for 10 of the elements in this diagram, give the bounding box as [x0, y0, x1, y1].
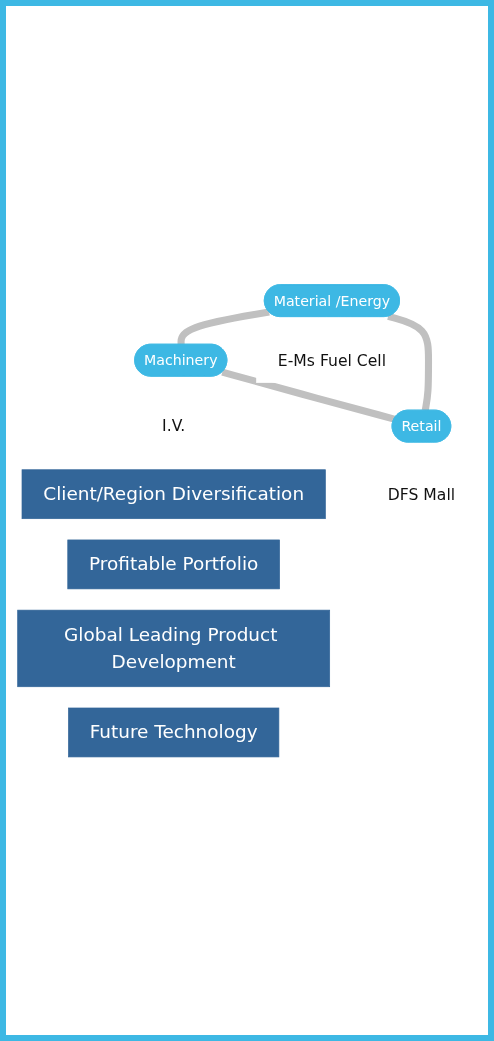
node-box [67, 539, 280, 589]
connector [177, 308, 270, 345]
node-label: I.V. [162, 416, 186, 435]
connector [387, 312, 433, 411]
connector [221, 368, 396, 423]
node-label: E-Ms Fuel Cell [277, 351, 386, 369]
node-label: DFS Mall [387, 485, 456, 503]
node-box [17, 609, 331, 687]
node-box [68, 707, 280, 757]
node-box [21, 469, 326, 519]
